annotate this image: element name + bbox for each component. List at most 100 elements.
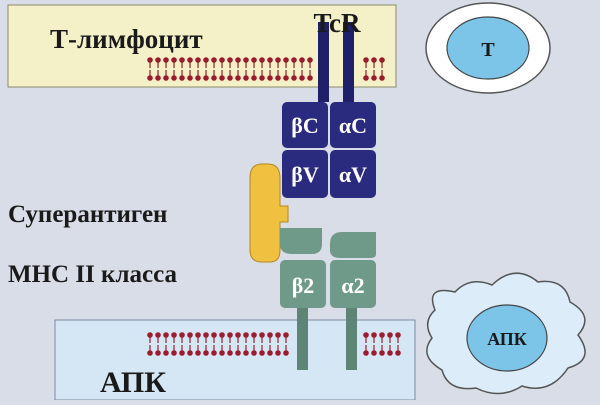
lipid-head bbox=[299, 75, 305, 81]
lipid-head bbox=[299, 57, 305, 63]
lipid-head bbox=[187, 350, 193, 356]
apc-label: АПК bbox=[100, 366, 166, 399]
mhc-class-ii-label: МНС II класса bbox=[8, 261, 177, 288]
mhc-beta2-domain bbox=[280, 260, 326, 308]
lipid-head bbox=[235, 75, 241, 81]
lipid-head bbox=[179, 350, 185, 356]
lipid-head bbox=[259, 350, 265, 356]
mhc-alpha1-domain bbox=[330, 232, 376, 258]
lipid-head bbox=[163, 350, 169, 356]
lipid-head bbox=[195, 57, 201, 63]
lipid-head bbox=[283, 57, 289, 63]
tcr-alpha-c-label: αC bbox=[339, 113, 367, 138]
lipid-head bbox=[211, 57, 217, 63]
lipid-head bbox=[219, 350, 225, 356]
lipid-head bbox=[211, 350, 217, 356]
lipid-head bbox=[179, 332, 185, 338]
lipid-head bbox=[243, 350, 249, 356]
lipid-head bbox=[155, 57, 161, 63]
lipid-head bbox=[203, 57, 209, 63]
t-cell-icon-nucleus bbox=[446, 16, 530, 80]
superantigen-shape bbox=[249, 163, 289, 263]
tcr-label: TcR bbox=[313, 8, 361, 38]
apc-cell-icon-label: АПК bbox=[487, 329, 527, 349]
apc-lipid-bilayer bbox=[147, 332, 401, 356]
lipid-head bbox=[379, 57, 385, 63]
lipid-head bbox=[371, 75, 377, 81]
lipid-head bbox=[259, 57, 265, 63]
lipid-head bbox=[147, 75, 153, 81]
lipid-head bbox=[379, 75, 385, 81]
lipid-head bbox=[251, 350, 257, 356]
lipid-head bbox=[275, 350, 281, 356]
lipid-head bbox=[227, 57, 233, 63]
superantigen-label: Суперантиген bbox=[8, 201, 167, 228]
lipid-head bbox=[395, 332, 401, 338]
lipid-head bbox=[163, 75, 169, 81]
lipid-head bbox=[163, 332, 169, 338]
tcr-beta-v-label: βV bbox=[291, 162, 319, 187]
lipid-head bbox=[187, 332, 193, 338]
lipid-head bbox=[275, 332, 281, 338]
t-lymphocyte-lipid-bilayer bbox=[147, 57, 385, 81]
lipid-head bbox=[267, 332, 273, 338]
lipid-head bbox=[211, 332, 217, 338]
lipid-head bbox=[147, 57, 153, 63]
lipid-head bbox=[371, 332, 377, 338]
lipid-head bbox=[227, 332, 233, 338]
mhc-alpha2-domain bbox=[330, 260, 376, 308]
tcr-alpha-c-domain bbox=[330, 102, 376, 148]
lipid-head bbox=[195, 350, 201, 356]
lipid-head bbox=[171, 57, 177, 63]
lipid-head bbox=[267, 350, 273, 356]
lipid-head bbox=[267, 75, 273, 81]
lipid-head bbox=[219, 75, 225, 81]
lipid-head bbox=[363, 332, 369, 338]
lipid-head bbox=[203, 350, 209, 356]
tcr-beta-stem bbox=[318, 22, 329, 102]
lipid-head bbox=[171, 332, 177, 338]
lipid-head bbox=[155, 75, 161, 81]
lipid-head bbox=[307, 75, 313, 81]
lipid-head bbox=[387, 332, 393, 338]
tcr-alpha-v-domain bbox=[330, 150, 376, 198]
lipid-head bbox=[251, 75, 257, 81]
lipid-head bbox=[147, 332, 153, 338]
lipid-head bbox=[235, 57, 241, 63]
lipid-head bbox=[243, 75, 249, 81]
lipid-head bbox=[235, 332, 241, 338]
lipid-head bbox=[243, 57, 249, 63]
lipid-head bbox=[251, 57, 257, 63]
lipid-head bbox=[195, 75, 201, 81]
lipid-head bbox=[163, 57, 169, 63]
lipid-head bbox=[219, 332, 225, 338]
lipid-head bbox=[219, 57, 225, 63]
lipid-head bbox=[371, 57, 377, 63]
lipid-head bbox=[379, 332, 385, 338]
mhc-beta2-label: β2 bbox=[292, 273, 315, 298]
lipid-head bbox=[395, 350, 401, 356]
mhc-alpha-stem bbox=[346, 308, 357, 370]
lipid-head bbox=[235, 350, 241, 356]
lipid-head bbox=[291, 57, 297, 63]
lipid-head bbox=[283, 332, 289, 338]
lipid-head bbox=[283, 350, 289, 356]
lipid-head bbox=[363, 75, 369, 81]
tcr-alpha-v-label: αV bbox=[339, 162, 367, 187]
lipid-head bbox=[275, 75, 281, 81]
tcr-beta-c-label: βC bbox=[291, 113, 318, 138]
lipid-head bbox=[171, 350, 177, 356]
lipid-head bbox=[227, 75, 233, 81]
mhc-beta-stem bbox=[297, 308, 308, 370]
lipid-head bbox=[307, 57, 313, 63]
lipid-head bbox=[371, 350, 377, 356]
t-lymphocyte-membrane-box bbox=[7, 4, 397, 88]
lipid-head bbox=[179, 57, 185, 63]
lipid-head bbox=[155, 350, 161, 356]
mhc-beta1-domain bbox=[280, 228, 322, 254]
lipid-head bbox=[227, 350, 233, 356]
lipid-head bbox=[203, 75, 209, 81]
lipid-head bbox=[179, 75, 185, 81]
